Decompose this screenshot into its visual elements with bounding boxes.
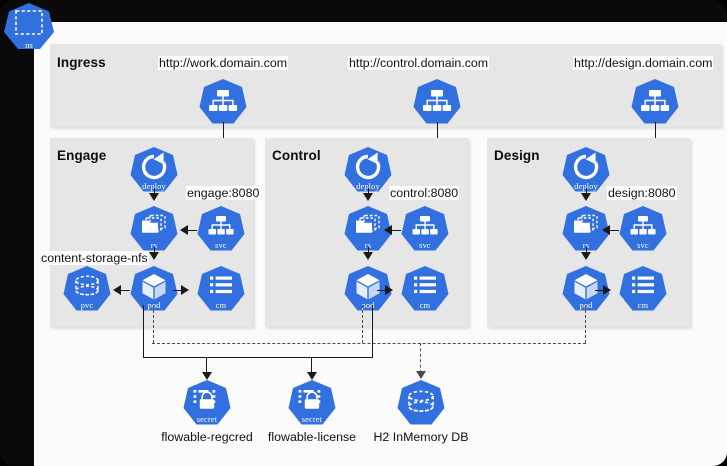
configmap-caption-engage: cm — [215, 301, 227, 310]
connector-pod-engage-bus — [143, 305, 145, 358]
arrow-to-regcred — [202, 372, 212, 380]
connector-pod-cm-design — [595, 289, 604, 291]
ingress-url-work: http://work.domain.com — [158, 56, 289, 70]
configmap-caption-control: cm — [419, 301, 431, 310]
arrow-svc-to-rs-engage — [180, 225, 188, 235]
connector-deploy-rs-control — [367, 188, 369, 196]
deploy-icon-design[interactable]: deploy — [561, 146, 611, 196]
pod-icon-control[interactable]: pod — [343, 265, 393, 315]
panel-title-control: Control — [272, 148, 321, 163]
configmap-icon-engage[interactable]: cm — [196, 265, 246, 315]
ingress-icon-design[interactable] — [630, 78, 680, 128]
panel-title-engage: Engage — [57, 148, 107, 163]
pod-caption-engage: pod — [147, 301, 161, 310]
arrow-pod-to-pvc-engage — [113, 285, 121, 295]
ingress-icon-control[interactable] — [412, 78, 462, 128]
arrow-deploy-to-rs-engage — [149, 193, 159, 201]
connector-svc-rs-engage — [187, 229, 197, 231]
service-icon-control[interactable]: svc — [400, 205, 450, 255]
arrow-rs-to-pod-engage — [149, 252, 159, 260]
deploy-icon-control[interactable]: deploy — [343, 146, 393, 196]
replicaset-icon-engage[interactable]: rs — [129, 205, 179, 255]
ingress-icon-work[interactable] — [198, 78, 248, 128]
secret-icon-license[interactable]: secret — [287, 379, 337, 429]
namespace-badge[interactable]: ns — [3, 2, 55, 54]
connector-pod-control-bus — [372, 305, 374, 358]
pod-caption-design: pod — [579, 301, 593, 310]
replicaset-caption-design: rs — [582, 241, 590, 250]
connector-rs-pod-engage — [153, 247, 155, 255]
connector-bus-to-license — [311, 357, 313, 374]
replicaset-caption-control: rs — [364, 241, 372, 250]
connector-secret-bus — [143, 357, 373, 359]
ingress-url-control: http://control.domain.com — [348, 56, 490, 70]
arrow-pod-to-cm-design — [603, 285, 611, 295]
connector-pod-control-db-dashed — [362, 305, 363, 343]
configmap-icon-design[interactable]: cm — [618, 265, 668, 315]
panel-title-ingress: Ingress — [57, 55, 106, 70]
deploy-caption-control: deploy — [356, 182, 380, 191]
service-label-engage: engage:8080 — [186, 186, 261, 200]
connector-pod-design-db-dashed — [585, 305, 586, 343]
connector-bus-to-db-dashed — [420, 343, 421, 373]
arrow-to-db — [416, 371, 426, 379]
arrow-pod-to-cm-engage — [181, 285, 189, 295]
service-caption-engage: svc — [215, 241, 227, 250]
ingress-url-design: http://design.domain.com — [573, 56, 714, 70]
connector-rs-pod-design — [585, 247, 587, 255]
shared-label-h2: H2 InMemory DB — [373, 430, 469, 444]
service-icon-engage[interactable]: svc — [196, 205, 246, 255]
service-icon-design[interactable]: svc — [618, 205, 668, 255]
replicaset-icon-control[interactable]: rs — [343, 205, 393, 255]
connector-deploy-rs-design — [585, 188, 587, 196]
connector-svc-rs-control — [391, 229, 401, 231]
arrow-svc-to-rs-design — [602, 225, 610, 235]
connector-pod-pvc-engage — [120, 289, 130, 291]
service-label-design: design:8080 — [607, 186, 677, 200]
service-label-control: control:8080 — [389, 186, 460, 200]
arrow-pod-to-cm-control — [385, 285, 393, 295]
secret-icon-regcred[interactable]: secret — [182, 379, 232, 429]
pvc-icon-engage[interactable]: pvc — [62, 265, 112, 315]
connector-svc-rs-design — [609, 229, 619, 231]
arrow-deploy-to-rs-design — [581, 193, 591, 201]
service-caption-control: svc — [419, 241, 431, 250]
namespace-badge-label: ns — [25, 41, 33, 50]
connector-db-bus-dashed — [152, 343, 586, 344]
shared-label-license: flowable-license — [267, 430, 357, 444]
connector-pod-cm-control — [377, 289, 386, 291]
pod-caption-control: pod — [361, 301, 375, 310]
pvc-caption-engage: pvc — [80, 301, 94, 310]
connector-rs-pod-control — [367, 247, 369, 255]
connector-pod-cm-engage — [173, 289, 182, 291]
replicaset-caption-engage: rs — [150, 241, 158, 250]
panel-title-design: Design — [494, 148, 540, 163]
deploy-icon-engage[interactable]: deploy — [129, 146, 179, 196]
arrow-to-license — [307, 372, 317, 380]
storage-label-engage: content-storage-nfs — [40, 251, 149, 265]
deploy-caption-engage: deploy — [142, 182, 166, 191]
arrow-svc-to-rs-control — [384, 225, 392, 235]
connector-deploy-rs-engage — [153, 188, 155, 196]
pod-icon-engage[interactable]: pod — [129, 265, 179, 315]
connector-bus-to-regcred — [206, 357, 208, 374]
arrow-rs-to-pod-control — [363, 252, 373, 260]
shared-label-regcred: flowable-regcred — [161, 430, 253, 444]
arrow-deploy-to-rs-control — [363, 193, 373, 201]
connector-pod-engage-db-dashed — [153, 305, 154, 343]
deploy-caption-design: deploy — [574, 182, 598, 191]
configmap-icon-control[interactable]: cm — [400, 265, 450, 315]
arrow-rs-to-pod-design — [581, 252, 591, 260]
secret-caption-regcred: secret — [196, 415, 218, 424]
secret-caption-license: secret — [301, 415, 323, 424]
replicaset-icon-design[interactable]: rs — [561, 205, 611, 255]
database-icon-h2[interactable] — [396, 379, 446, 429]
service-caption-design: svc — [637, 241, 649, 250]
configmap-caption-design: cm — [637, 301, 649, 310]
